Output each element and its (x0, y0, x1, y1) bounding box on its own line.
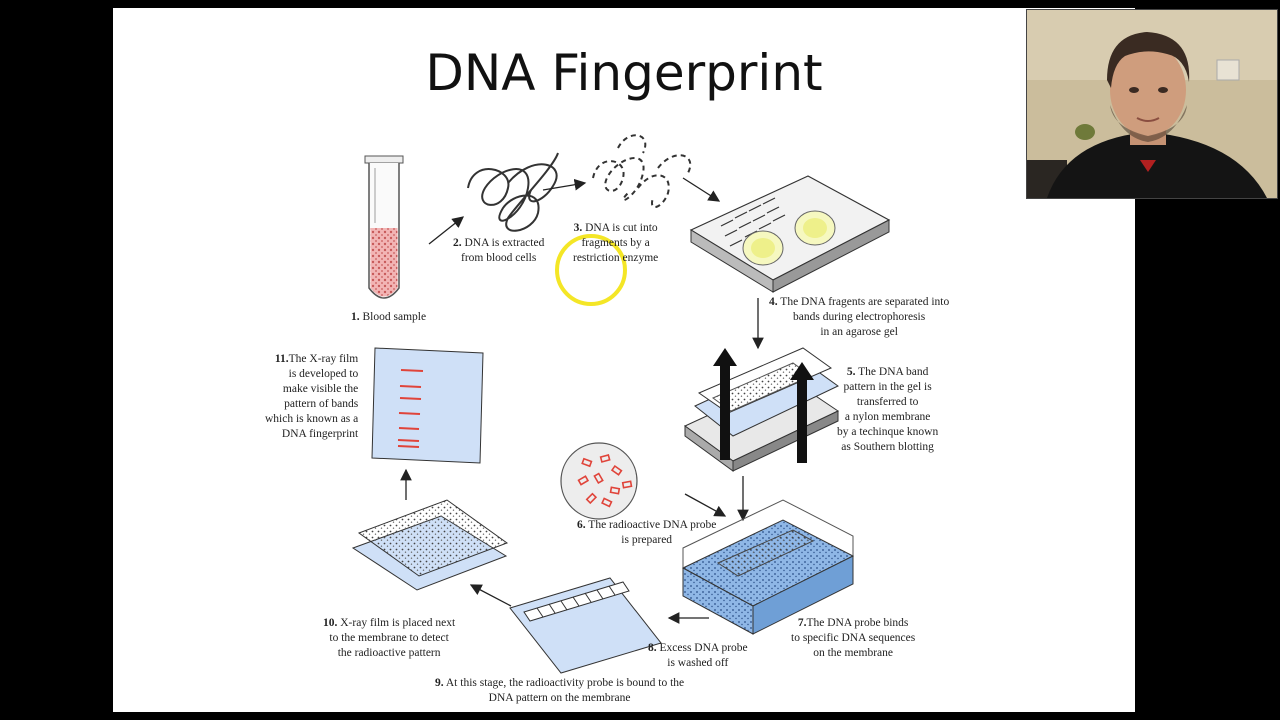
step-6-label: 6. The radioactive DNA probe is prepared (577, 519, 717, 546)
webcam-overlay (1026, 9, 1278, 199)
hybridization-tray-icon (681, 499, 855, 635)
step-3-label: 3. DNA is cut into fragments by a restri… (573, 222, 659, 264)
washed-membrane-icon (509, 577, 662, 674)
dna-strand-icon (467, 152, 559, 232)
step-11-label: 11.The X-ray film is developed to make v… (265, 353, 359, 440)
xray-film-stack-icon (351, 499, 509, 591)
southern-blot-stack-icon (684, 347, 840, 472)
step-4-label: 4. The DNA fragents are separated into b… (769, 296, 950, 338)
step-10-label: 10. X-ray film is placed next to the mem… (323, 617, 456, 659)
developed-xray-film-icon (371, 347, 484, 464)
slide-title: DNA Fingerprint (425, 44, 823, 102)
step-1-label: 1. Blood sample (351, 311, 427, 323)
person-video-icon (1027, 10, 1277, 198)
step-8-label: 8. Excess DNA probe is washed off (648, 642, 748, 669)
step-9-label: 9. At this stage, the radioactivity prob… (435, 677, 685, 704)
dna-fingerprint-diagram (351, 134, 891, 674)
electrophoresis-gel-icon (689, 175, 891, 293)
step-7-label: 7.The DNA probe binds to specific DNA se… (791, 617, 916, 659)
dna-fragments-icon (592, 134, 692, 208)
probe-petri-dish-icon (560, 442, 638, 520)
presentation-slide: DNA Fingerprint (113, 8, 1135, 712)
pointer-highlight-circle (555, 234, 627, 306)
test-tube-icon (364, 155, 404, 299)
step-5-label: 5. The DNA band pattern in the gel is tr… (837, 366, 939, 453)
step-2-label: 2. DNA is extracted from blood cells (453, 237, 545, 264)
